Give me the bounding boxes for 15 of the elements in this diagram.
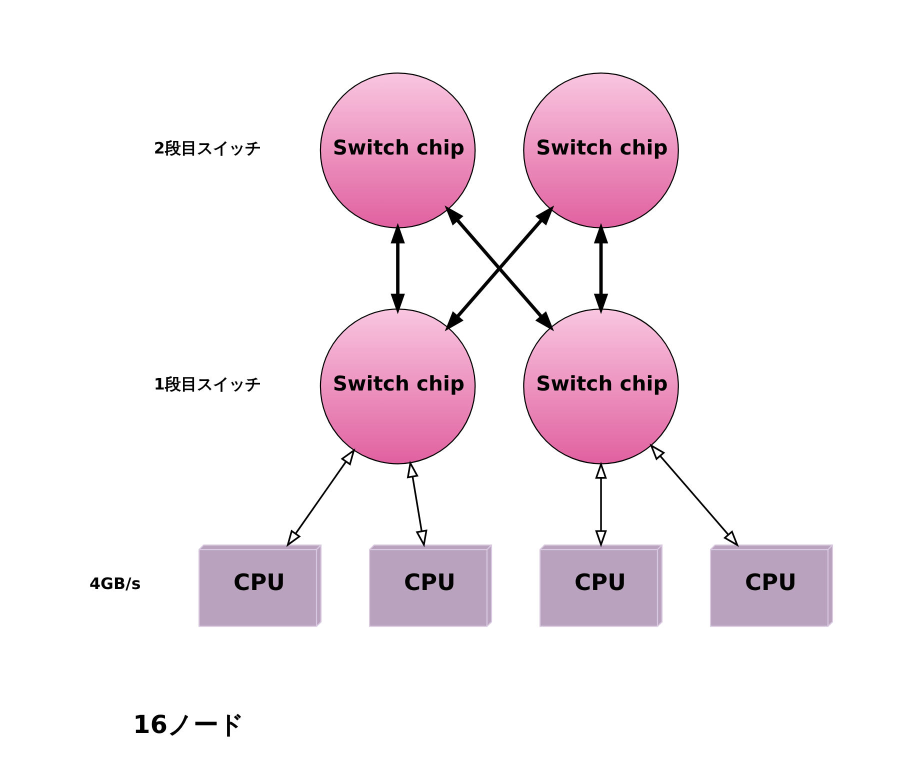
label: 4GB/s <box>89 574 140 593</box>
label: 1段目スイッチ <box>153 374 260 394</box>
arrow <box>390 222 404 314</box>
arrow <box>594 462 606 548</box>
label: 16ノード <box>132 710 244 740</box>
node-circle: Switch chip <box>319 72 476 228</box>
node-circle: Switch chip <box>522 72 678 228</box>
arrow <box>649 444 738 547</box>
arrow <box>444 205 554 332</box>
node-circle: Switch chip <box>522 308 678 464</box>
node-circle: Switch chip <box>319 308 476 464</box>
arrow <box>593 222 608 314</box>
arrow <box>406 460 427 548</box>
label: 2段目スイッチ <box>153 138 260 158</box>
arrow <box>286 448 355 547</box>
